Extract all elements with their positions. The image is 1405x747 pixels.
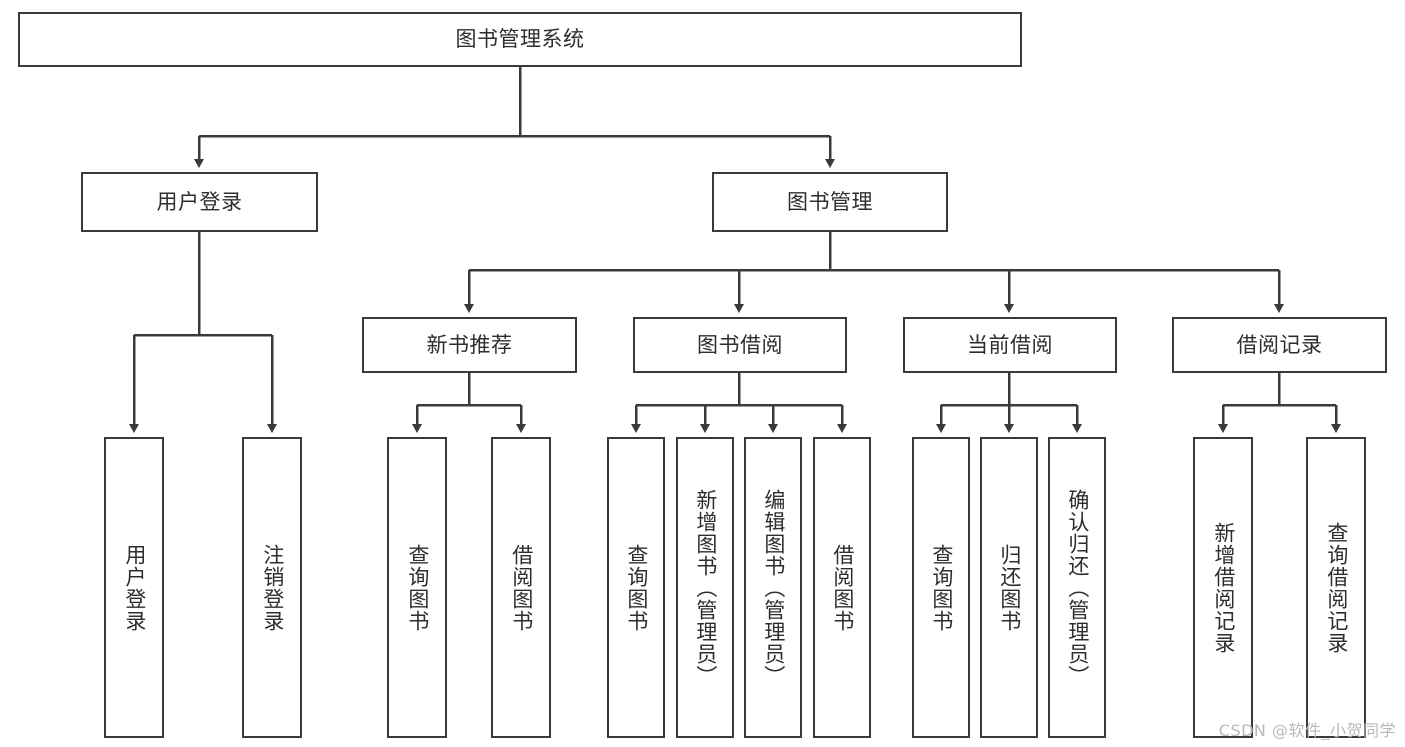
node-leaf-query-book-borrow[interactable]: 查询图书: [607, 437, 665, 738]
node-new-book-recommend[interactable]: 新书推荐: [362, 317, 577, 373]
node-label: 借阅图书: [509, 543, 534, 632]
node-book-manage[interactable]: 图书管理: [712, 172, 948, 232]
node-leaf-add-borrow-record[interactable]: 新增借阅记录: [1193, 437, 1253, 738]
node-label: 图书管理系统: [455, 27, 585, 52]
node-leaf-confirm-return[interactable]: 确认归还（管理员）: [1048, 437, 1106, 738]
node-leaf-query-book-recommend[interactable]: 查询图书: [387, 437, 447, 738]
node-label: 用户登录: [122, 543, 147, 632]
node-label: 查询图书: [929, 543, 954, 632]
node-label: 新增图书（管理员）: [693, 488, 718, 687]
node-label: 当前借阅: [967, 332, 1053, 357]
node-label: 图书借阅: [697, 332, 783, 357]
node-label: 编辑图书（管理员）: [761, 488, 786, 687]
node-book-borrow[interactable]: 图书借阅: [633, 317, 847, 373]
node-label: 查询借阅记录: [1324, 521, 1349, 654]
node-current-borrow[interactable]: 当前借阅: [903, 317, 1117, 373]
node-label: 新增借阅记录: [1211, 521, 1236, 654]
node-borrow-record[interactable]: 借阅记录: [1172, 317, 1387, 373]
node-label: 借阅记录: [1236, 332, 1323, 357]
node-user-login[interactable]: 用户登录: [81, 172, 318, 232]
node-leaf-query-borrow-record[interactable]: 查询借阅记录: [1306, 437, 1366, 738]
node-label: 新书推荐: [426, 332, 513, 357]
node-label: 用户登录: [156, 189, 243, 214]
node-leaf-user-login[interactable]: 用户登录: [104, 437, 164, 738]
node-book-management-system[interactable]: 图书管理系统: [18, 12, 1022, 67]
node-leaf-query-book-current[interactable]: 查询图书: [912, 437, 970, 738]
node-label: 归还图书: [997, 543, 1022, 632]
node-label: 图书管理: [787, 189, 873, 214]
node-leaf-edit-book[interactable]: 编辑图书（管理员）: [744, 437, 802, 738]
watermark-text: CSDN @软件_小贺同学: [1218, 721, 1396, 740]
node-label: 注销登录: [260, 543, 285, 632]
node-leaf-logout-login[interactable]: 注销登录: [242, 437, 302, 738]
node-leaf-return-book[interactable]: 归还图书: [980, 437, 1038, 738]
node-label: 借阅图书: [830, 543, 855, 632]
node-label: 查询图书: [405, 543, 430, 632]
node-leaf-add-book[interactable]: 新增图书（管理员）: [676, 437, 734, 738]
node-label: 查询图书: [624, 543, 649, 632]
node-leaf-borrow-book[interactable]: 借阅图书: [813, 437, 871, 738]
node-label: 确认归还（管理员）: [1065, 488, 1090, 687]
node-leaf-borrow-book-recommend[interactable]: 借阅图书: [491, 437, 551, 738]
